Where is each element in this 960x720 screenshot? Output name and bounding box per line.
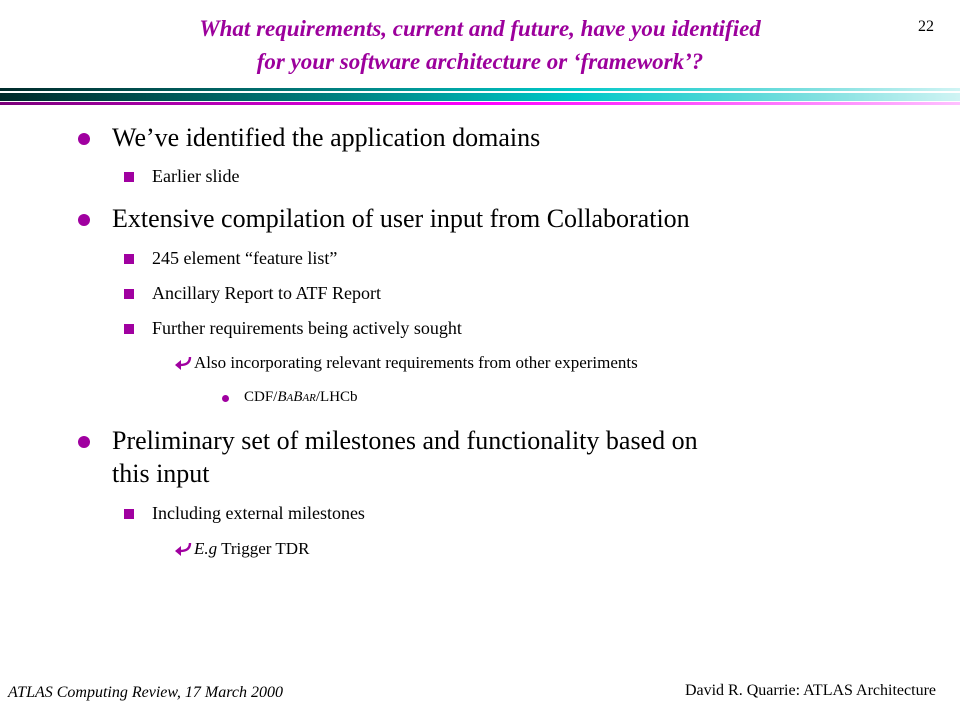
curved-arrow-icon — [175, 542, 192, 556]
square-bullet-icon — [124, 254, 134, 264]
experiment-babar-a: A — [286, 392, 294, 404]
circle-bullet-icon — [78, 436, 90, 448]
bullet-3-1-1-text: E.g Trigger TDR — [194, 538, 309, 560]
bullet-3-text-line-1: Preliminary set of milestones and functi… — [112, 426, 698, 455]
bullet-2-text: Extensive compilation of user input from… — [112, 204, 690, 233]
title-rule-bar — [0, 88, 960, 105]
slide-title: What requirements, current and future, h… — [80, 12, 880, 78]
footer-review-date: ATLAS Computing Review, 17 March 2000 — [8, 684, 283, 701]
square-bullet-icon — [124, 324, 134, 334]
small-circle-bullet-icon — [222, 395, 229, 402]
square-bullet-icon — [124, 509, 134, 519]
experiment-cdf: CDF/ — [244, 389, 278, 405]
bullet-3-text-line-2: this input — [112, 459, 210, 488]
square-bullet-icon — [124, 172, 134, 182]
footer-author: David R. Quarrie: ATLAS Architecture — [684, 682, 936, 699]
slide-title-line-1: What requirements, current and future, h… — [199, 16, 761, 41]
bullet-1-text: We’ve identified the application domains — [112, 123, 541, 152]
bullet-2-3-text: Further requirements being actively soug… — [152, 318, 462, 338]
page-number: 22 — [918, 18, 934, 35]
bullet-2-2-text: Ancillary Report to ATF Report — [152, 283, 381, 303]
bullet-3-1-text: Including external milestones — [152, 503, 365, 523]
slide-title-line-2: for your software architecture or ‘frame… — [256, 49, 704, 74]
experiment-lhcb: /LHCb — [315, 389, 358, 405]
circle-bullet-icon — [78, 133, 90, 145]
experiment-babar-ar: AR — [302, 392, 316, 404]
experiment-babar-b1: B — [277, 389, 287, 405]
square-bullet-icon — [124, 289, 134, 299]
experiment-babar-b2: B — [293, 389, 303, 405]
curved-arrow-icon — [175, 356, 192, 370]
bullet-1-1-text: Earlier slide — [152, 166, 240, 186]
bullet-3-1-1-rest: Trigger TDR — [217, 539, 310, 558]
bullet-2-3-1-text: Also incorporating relevant requirements… — [194, 353, 638, 372]
bullet-2-1-text: 245 element “feature list” — [152, 248, 338, 268]
circle-bullet-icon — [78, 214, 90, 226]
bullet-3-1-1-italic: E.g — [194, 539, 218, 558]
bullet-2-3-1-1-text: CDF/BABAR/LHCb — [244, 387, 358, 408]
